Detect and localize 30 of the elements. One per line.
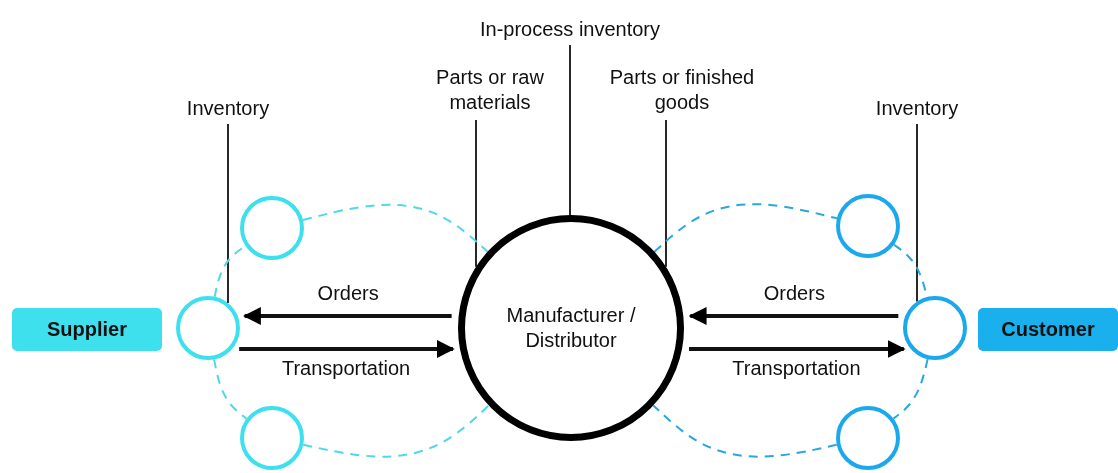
leader-line	[665, 119, 667, 268]
node-circle: Manufacturer / Distributor	[458, 215, 684, 441]
leader-line	[916, 123, 918, 303]
leader-line	[569, 44, 571, 216]
arrow	[242, 307, 452, 325]
callout-label: In-process inventory	[440, 15, 700, 43]
inventory-circle	[240, 196, 304, 260]
dashed-link-line	[653, 203, 838, 253]
callout-label: Parts or finished goods	[606, 62, 758, 118]
inventory-circle	[176, 296, 240, 360]
edge-label: Transportation	[730, 357, 863, 379]
dashed-link-line	[892, 358, 929, 420]
callout-label: Parts or raw materials	[420, 62, 560, 118]
inventory-circle	[240, 406, 304, 470]
inventory-circle	[836, 406, 900, 470]
callout-label: Inventory	[852, 94, 982, 122]
inventory-circle	[836, 194, 900, 258]
callout-label: Inventory	[163, 94, 293, 122]
entity-label-box: Supplier	[12, 308, 162, 351]
dashed-link-line	[213, 358, 248, 420]
dashed-link-line	[302, 203, 489, 253]
inventory-circle	[903, 296, 967, 360]
arrow	[689, 340, 906, 358]
entity-label-box: Customer	[978, 308, 1118, 351]
arrow	[239, 340, 455, 358]
dashed-link-line	[302, 404, 490, 458]
leader-line	[475, 119, 477, 268]
arrow	[688, 307, 899, 325]
dashed-link-line	[652, 404, 838, 458]
leader-line	[227, 123, 229, 304]
